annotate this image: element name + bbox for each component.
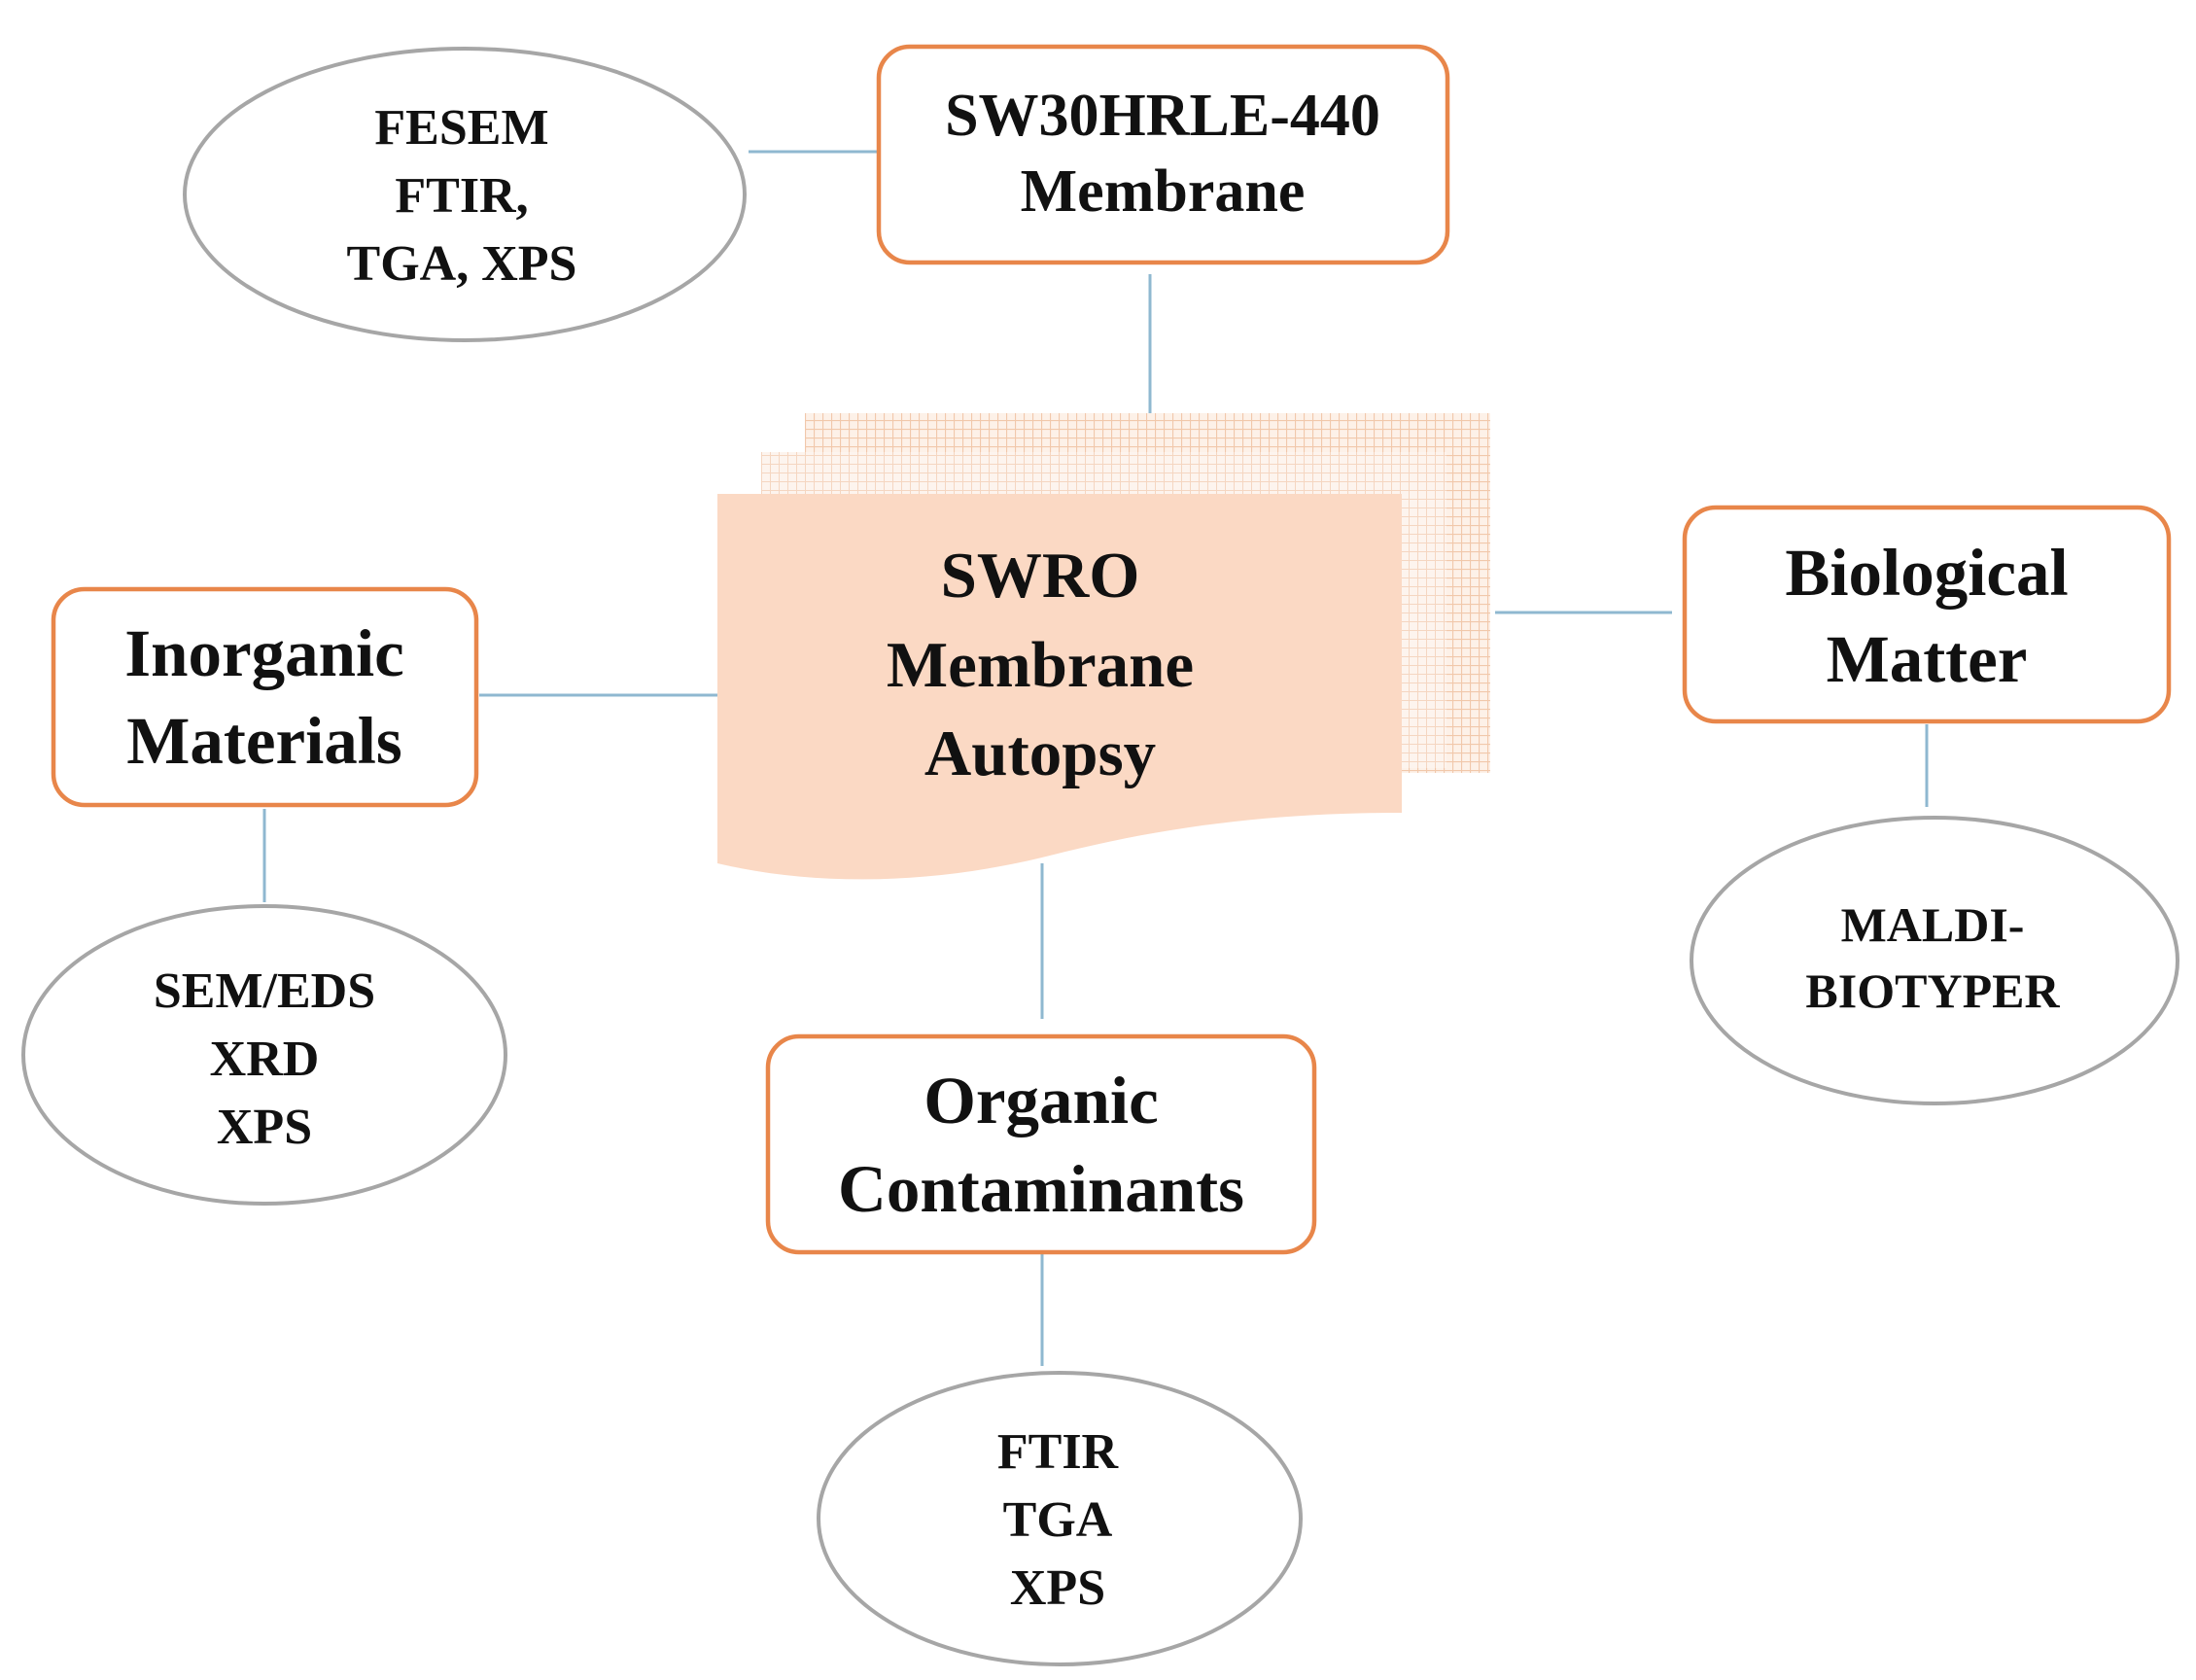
ellipse-organic-line-2: TGA [1003, 1492, 1113, 1548]
box-membrane-line-2: Membrane [1021, 158, 1306, 225]
ellipse-inorganic-line-3: XPS [217, 1100, 312, 1155]
ellipse-inorganic-line-2: XRD [210, 1032, 320, 1087]
ellipse-inorganic-methods: SEM/EDS XRD XPS [21, 904, 507, 1206]
ellipse-organic-line-3: XPS [1010, 1560, 1105, 1616]
center-line-3: Autopsy [924, 718, 1156, 789]
box-membrane-line-1: SW30HRLE-440 [945, 83, 1380, 149]
ellipse-biological-line-2: BIOTYPER [1805, 963, 2060, 1018]
box-inorganic-line-1: Inorganic [124, 616, 404, 690]
box-membrane: SW30HRLE-440 Membrane [876, 44, 1450, 265]
ellipse-membrane-line-1: FESEM [374, 100, 548, 156]
box-organic-line-1: Organic [924, 1064, 1158, 1138]
box-organic-line-2: Contaminants [838, 1152, 1244, 1226]
center-line-1: SWRO [941, 540, 1140, 612]
box-organic: Organic Contaminants [765, 1033, 1317, 1255]
ellipse-membrane-methods: FESEM FTIR, TGA, XPS [183, 47, 747, 342]
ellipse-inorganic-line-1: SEM/EDS [154, 963, 375, 1019]
box-inorganic: Inorganic Materials [51, 586, 479, 808]
box-inorganic-line-2: Materials [126, 704, 402, 778]
center-membrane-stack [717, 413, 1490, 880]
center-line-2: Membrane [887, 629, 1194, 701]
center-label: SWRO Membrane Autopsy [887, 540, 1194, 789]
box-biological: Biological Matter [1682, 505, 2172, 724]
box-biological-line-2: Matter [1827, 622, 2028, 696]
ellipse-biological-methods: MALDI- BIOTYPER [1690, 816, 2179, 1105]
center-front-sheet [717, 494, 1402, 880]
ellipse-membrane-line-3: TGA, XPS [347, 236, 577, 292]
ellipse-organic-methods: FTIR TGA XPS [817, 1371, 1303, 1666]
ellipse-membrane-line-2: FTIR, [395, 168, 528, 224]
box-biological-line-1: Biological [1785, 536, 2068, 610]
connectors [262, 150, 1929, 1366]
ellipse-biological-line-1: MALDI- [1841, 897, 2025, 952]
ellipse-organic-line-1: FTIR [997, 1424, 1120, 1480]
